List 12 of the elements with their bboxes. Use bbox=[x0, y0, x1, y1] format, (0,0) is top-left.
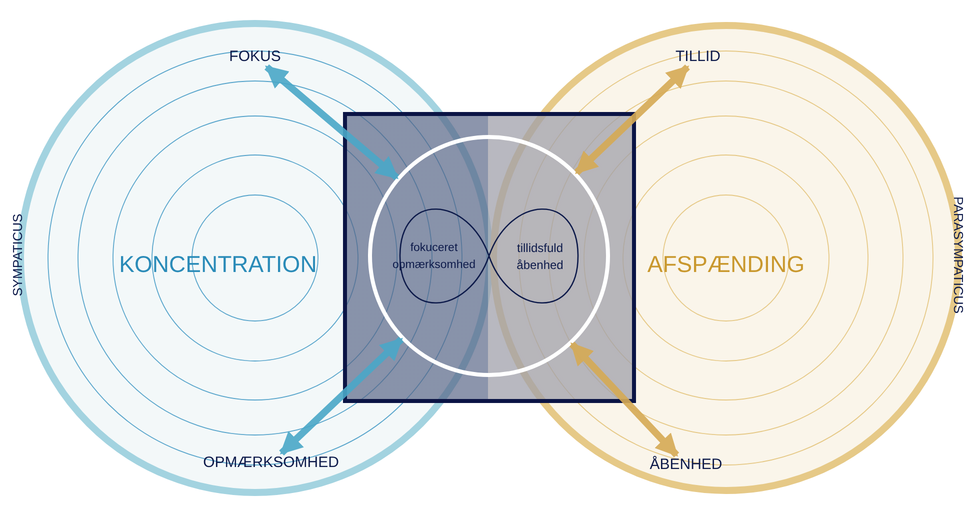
circle-title: AFSPÆNDING bbox=[646, 253, 806, 276]
term-label: ÅBENHED bbox=[644, 455, 728, 475]
term-label: FOKUS bbox=[225, 47, 285, 67]
side-label: PARASYMPATICUS bbox=[950, 195, 967, 316]
side-label: SYMPATICUS bbox=[9, 212, 26, 298]
double-arrow bbox=[574, 64, 690, 176]
lobe-label: tillidsfuld åbenhed bbox=[502, 239, 578, 275]
term-label: TILLID bbox=[672, 47, 724, 67]
double-arrow bbox=[264, 64, 400, 180]
double-arrow bbox=[569, 342, 680, 458]
square-panel bbox=[343, 112, 636, 403]
double-arrow bbox=[279, 336, 404, 456]
